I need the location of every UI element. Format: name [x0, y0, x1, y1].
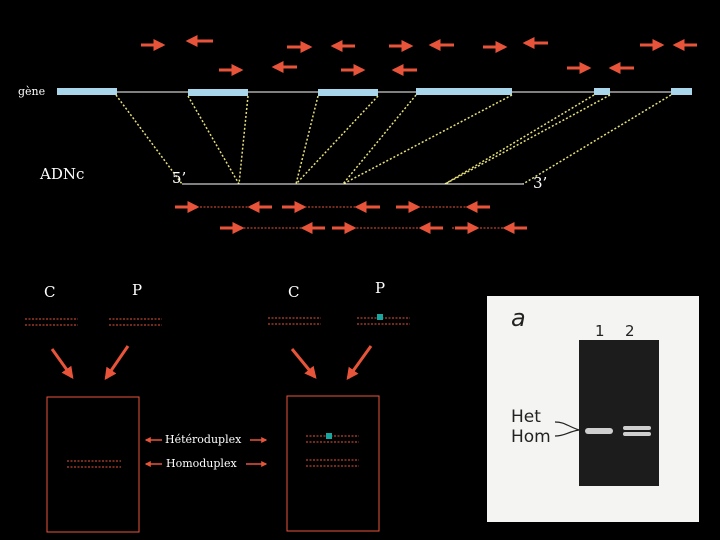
splice-line — [295, 95, 319, 185]
homoduplex-label: Homoduplex — [166, 457, 237, 470]
primer-arrows-row-2 — [219, 61, 634, 76]
gel-band — [585, 428, 613, 434]
splice-line — [238, 95, 249, 185]
exon — [188, 89, 248, 96]
control-label-left: C — [44, 283, 56, 301]
lane-2-label: 2 — [625, 322, 635, 340]
patient-fragment-left — [109, 318, 162, 326]
primer-arrows-row-1 — [141, 35, 697, 53]
splice-line — [444, 94, 595, 185]
patient-fragment-right — [357, 314, 410, 325]
cdna-label: ADNc — [40, 165, 85, 183]
control-label-right: C — [288, 283, 300, 301]
patient-label-right: P — [375, 279, 386, 297]
splice-line — [522, 94, 672, 185]
three-prime-label: 3’ — [533, 174, 548, 192]
control-fragment-right — [268, 317, 321, 325]
exon — [57, 88, 117, 95]
gel-photo: a 1 2 Het Hom — [487, 296, 699, 522]
gene-structure — [57, 88, 692, 96]
exon — [416, 88, 512, 95]
splice-line — [444, 94, 611, 185]
gel-box-left — [46, 396, 140, 533]
mutation-marker — [377, 314, 383, 320]
exon — [671, 88, 692, 95]
label-arrows — [144, 437, 268, 467]
het-label: Het — [511, 407, 541, 427]
five-prime-label: 5’ — [172, 169, 187, 187]
gel-box-right — [286, 395, 380, 532]
mixing-arrows — [50, 345, 373, 380]
het-hom-pointer — [555, 421, 580, 437]
splice-line — [342, 94, 513, 185]
panel-letter: a — [511, 304, 526, 332]
heteroduplex-label: Hétéroduplex — [165, 433, 242, 446]
gene-label: gène — [18, 85, 46, 98]
splice-line — [187, 95, 240, 185]
splice-line — [342, 94, 417, 185]
splice-line — [115, 94, 183, 185]
homoduplex-band-right — [306, 459, 359, 467]
gel-lanes — [579, 340, 659, 486]
hom-label: Hom — [511, 427, 551, 447]
splicing-lines — [115, 94, 672, 185]
lane-1-label: 1 — [595, 322, 605, 340]
mutation-marker — [326, 433, 332, 439]
homoduplex-band-left — [67, 460, 121, 468]
patient-label-left: P — [132, 281, 143, 299]
gel-band — [623, 426, 651, 430]
heteroduplex-band-right — [306, 433, 359, 443]
splice-line — [295, 95, 379, 185]
gel-band — [623, 432, 651, 436]
exon — [594, 88, 610, 95]
control-fragment-left — [25, 318, 78, 326]
exon — [318, 89, 378, 96]
